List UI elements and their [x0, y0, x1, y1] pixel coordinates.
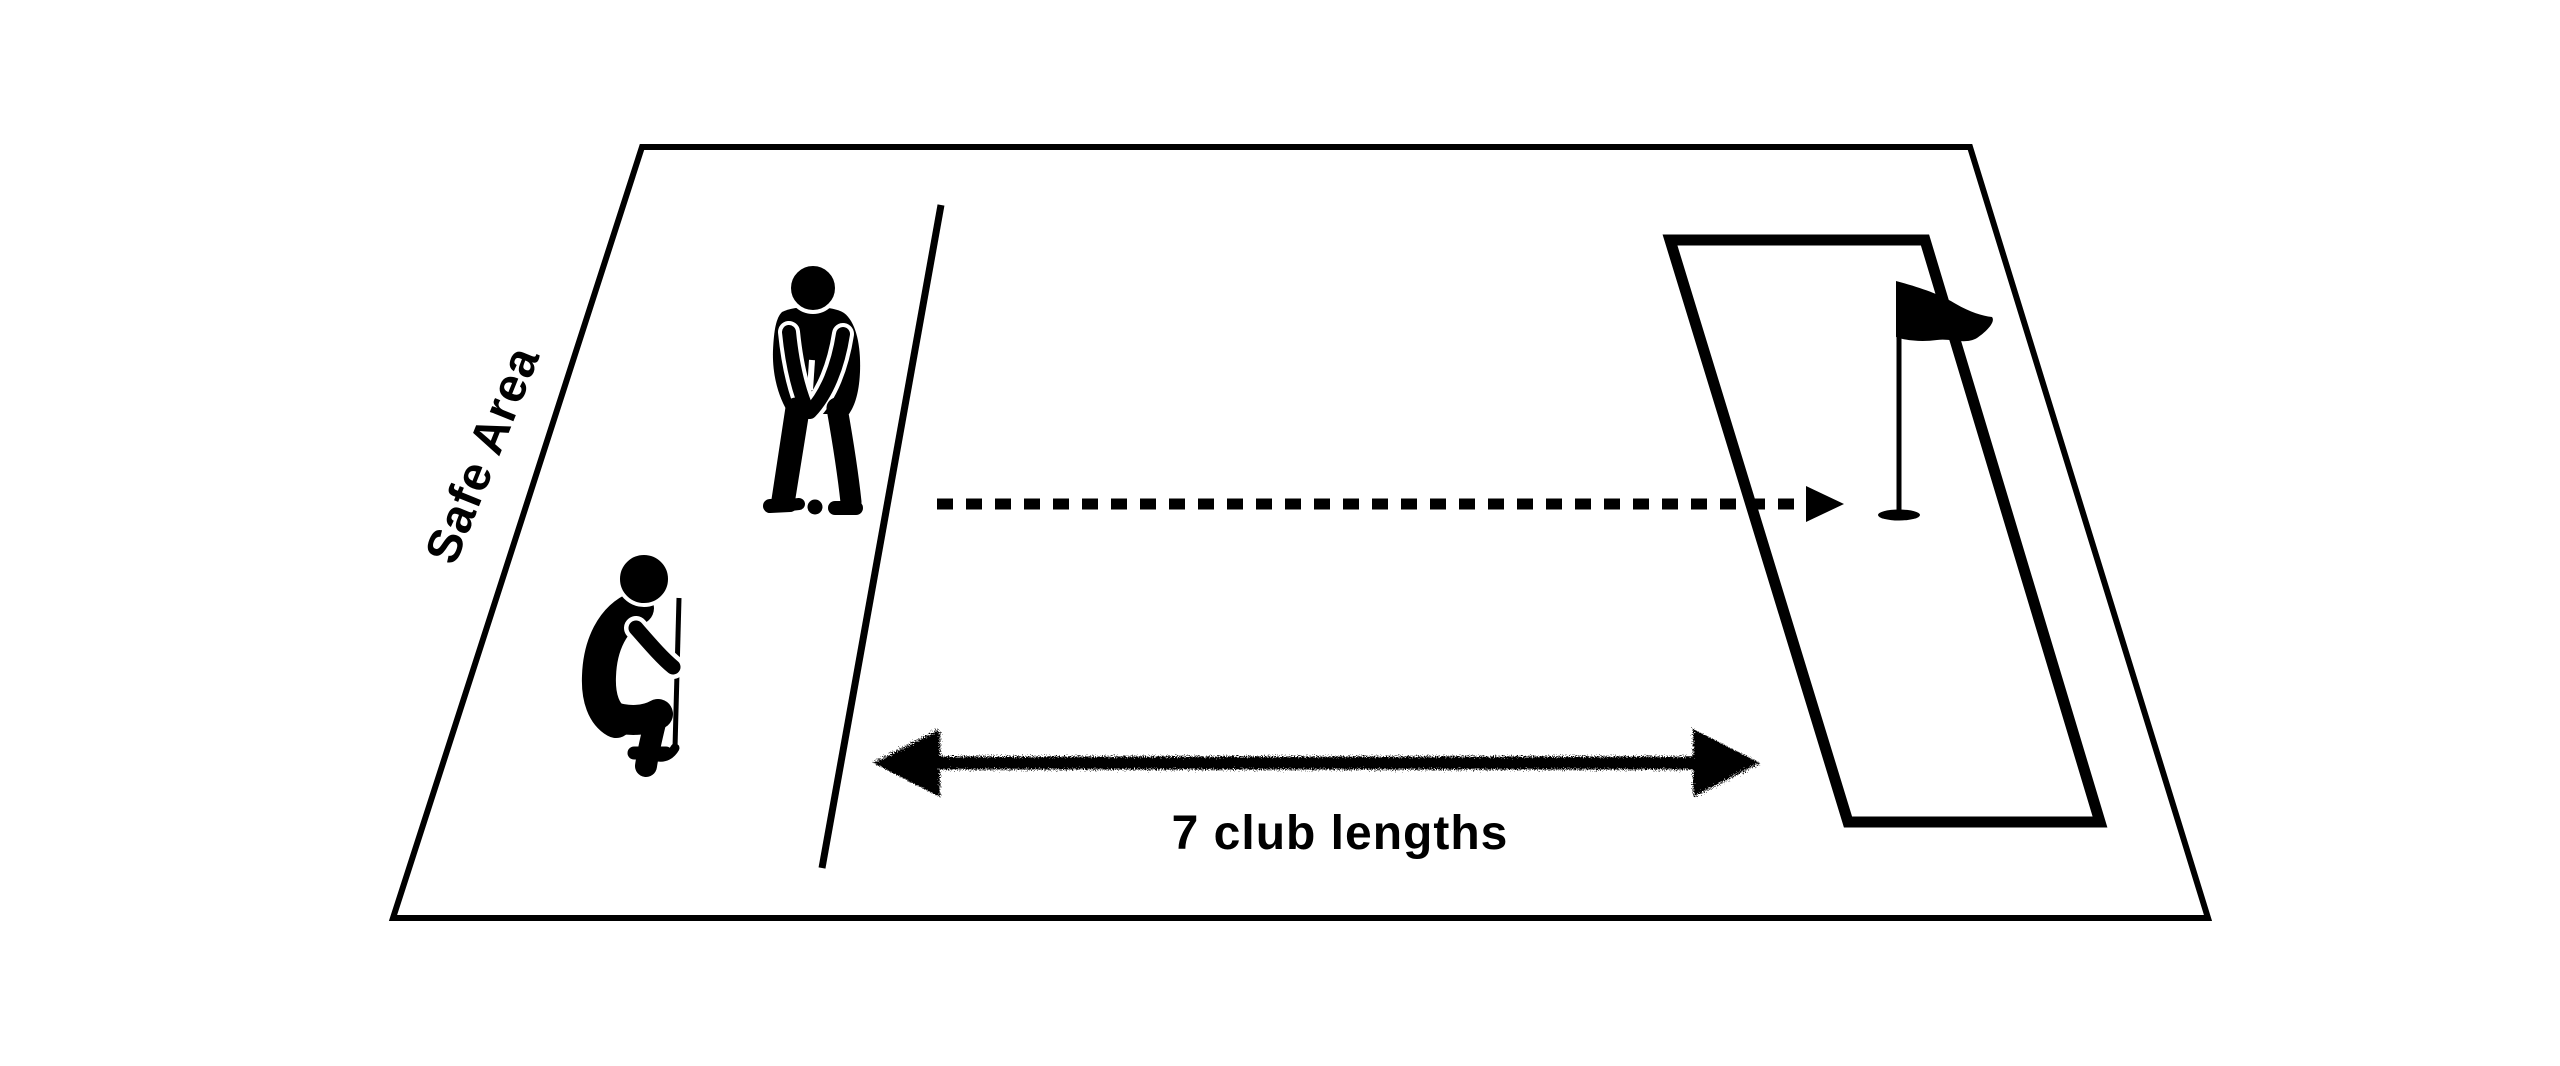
distance-arrowhead-left	[873, 729, 940, 797]
golfer-crouching-icon	[581, 551, 685, 777]
crouching-head	[616, 551, 672, 607]
golf-ball	[807, 499, 823, 515]
shot-path-arrowhead	[1806, 486, 1844, 522]
golfer-putting-icon	[763, 262, 863, 515]
crouching-shin	[635, 704, 668, 777]
flag	[1896, 281, 1993, 342]
double-headed-distance-arrow-icon	[873, 729, 1760, 797]
target-zone-outline	[1662, 234, 2108, 828]
golfer-putting-right-leg	[826, 397, 862, 513]
distance-label: 7 club lengths	[1171, 807, 1509, 860]
grip-highlight	[807, 359, 815, 391]
putter-head	[775, 498, 805, 512]
golfer-putting-left-leg	[771, 397, 807, 511]
dashed-shot-arrow-icon	[937, 486, 1844, 522]
golfer-putting-head	[787, 262, 839, 314]
golfer-putting-right-arm	[803, 327, 850, 419]
flagstick-in-hole-icon	[1878, 281, 1993, 521]
distance-arrowhead-right	[1693, 729, 1760, 797]
putter-shaft	[789, 413, 809, 502]
crouching-arm	[628, 620, 681, 675]
tee-line	[818, 204, 945, 869]
hole-base	[1878, 509, 1920, 521]
